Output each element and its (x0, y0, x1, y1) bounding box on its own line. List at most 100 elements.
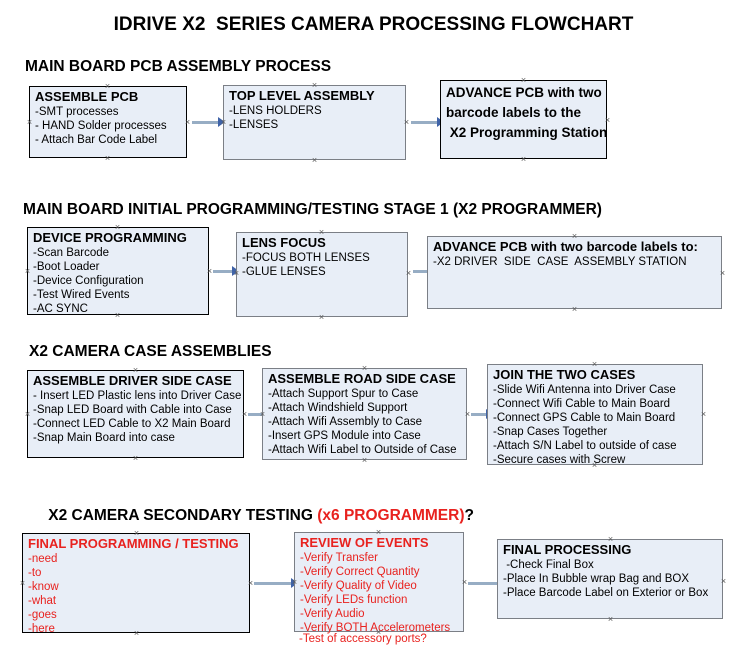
resize-handle-top[interactable] (114, 224, 121, 231)
resize-handle-right[interactable] (461, 579, 468, 586)
box-line: -LENS HOLDERS (229, 105, 322, 117)
box-line: -Attach Support Spur to Case (268, 388, 419, 400)
box-line: -Verify LEDs function (300, 594, 408, 606)
box-line: -FOCUS BOTH LENSES (242, 252, 370, 264)
box-line: -to (28, 567, 42, 579)
resize-handle-left[interactable] (24, 411, 31, 418)
box-assemble-driver-side-case[interactable]: ASSEMBLE DRIVER SIDE CASE - Insert LED P… (27, 370, 244, 458)
box-line: -AC SYNC (33, 303, 88, 315)
resize-handle-bottom[interactable] (361, 457, 368, 464)
resize-handle-bottom[interactable] (132, 455, 139, 462)
resize-handle-bottom[interactable] (114, 312, 121, 319)
resize-handle-top[interactable] (375, 529, 382, 536)
resize-handle-left[interactable] (26, 119, 33, 126)
box-line: -Place In Bubble wrap Bag and BOX (503, 573, 690, 585)
connector-road-case-to-join-cases (471, 413, 487, 416)
resize-handle-right[interactable] (719, 270, 726, 277)
box-line: -Verify BOTH Accelerometers (300, 622, 451, 634)
box-join-the-two-cases[interactable]: JOIN THE TWO CASES -Slide Wifi Antenna i… (487, 364, 703, 466)
resize-handle-bottom[interactable] (133, 630, 140, 637)
box-line: -X2 DRIVER SIDE CASE ASSEMBLY STATION (433, 256, 687, 268)
box-line: -Slide Wifi Antenna into Driver Case (493, 384, 676, 396)
box-header: REVIEW OF EVENTS (300, 535, 429, 550)
box-header: ASSEMBLE DRIVER SIDE CASE (33, 373, 232, 388)
resize-handle-top[interactable] (591, 361, 598, 368)
box-line: -need (28, 553, 58, 565)
box-lens-focus[interactable]: LENS FOCUS -FOCUS BOTH LENSES -GLUE LENS… (236, 232, 408, 317)
box-line: -Scan Barcode (33, 247, 110, 259)
resize-handle-left[interactable] (291, 579, 298, 586)
box-final-programming-testing[interactable]: FINAL PROGRAMMING / TESTING -need -to -k… (22, 533, 250, 635)
box-final-processing[interactable]: FINAL PROCESSING -Check Final Box -Place… (497, 539, 723, 619)
resize-handle-right[interactable] (206, 268, 213, 275)
box-advance-pcb-to-driver-side-case[interactable]: ADVANCE PCB with two barcode labels to: … (427, 236, 722, 309)
box-line: -know (28, 581, 59, 593)
section-heading-text: X2 CAMERA SECONDARY TESTING (48, 507, 318, 524)
box-line: -Check Final Box (503, 559, 594, 571)
box-header: TOP LEVEL ASSEMBLY (229, 88, 375, 103)
box-line: -Boot Loader (33, 261, 100, 273)
resize-handle-right[interactable] (720, 578, 727, 585)
box-header: DEVICE PROGRAMMING (33, 230, 187, 245)
resize-handle-left[interactable] (19, 580, 26, 587)
resize-handle-top[interactable] (104, 83, 111, 90)
box-header: JOIN THE TWO CASES (493, 367, 636, 382)
connector-top-level-to-advance-pcb (411, 121, 438, 124)
resize-handle-right[interactable] (184, 119, 191, 126)
section-heading-main-board-initial-programming: MAIN BOARD INITIAL PROGRAMMING/TESTING S… (23, 201, 602, 218)
box-assemble-pcb[interactable]: ASSEMBLE PCB -SMT processes - HAND Solde… (29, 86, 187, 158)
box-header: ADVANCE PCB with two (446, 85, 602, 100)
resize-handle-bottom[interactable] (520, 156, 527, 163)
resize-handle-right[interactable] (700, 411, 707, 418)
box-line: -Place Barcode Label on Exterior or Box (503, 587, 709, 599)
box-line: -Verify Transfer (300, 552, 378, 564)
resize-handle-top[interactable] (311, 82, 318, 89)
box-line: -Verify Audio (300, 608, 365, 620)
box-line: -Verify Quality of Video (300, 580, 417, 592)
resize-handle-top[interactable] (133, 530, 140, 537)
resize-handle-top[interactable] (520, 77, 527, 84)
section-heading-x2-camera-secondary-testing: X2 CAMERA SECONDARY TESTING (x6 PROGRAMM… (31, 489, 474, 543)
resize-handle-bottom[interactable] (591, 462, 598, 469)
resize-handle-left[interactable] (24, 268, 31, 275)
resize-handle-bottom[interactable] (104, 155, 111, 162)
box-review-of-events[interactable]: REVIEW OF EVENTS -Verify Transfer -Verif… (294, 532, 464, 634)
section-heading-accent: (x6 PROGRAMMER) (317, 507, 465, 524)
box-line: - HAND Solder processes (35, 120, 167, 132)
resize-handle-left[interactable] (220, 119, 227, 126)
resize-handle-right[interactable] (604, 117, 611, 124)
resize-handle-left[interactable] (233, 270, 240, 277)
box-top-level-assembly[interactable]: TOP LEVEL ASSEMBLY -LENS HOLDERS -LENSES (223, 85, 406, 160)
box-line: -Attach Windshield Support (268, 402, 408, 414)
resize-handle-right[interactable] (464, 411, 471, 418)
resize-handle-bottom[interactable] (607, 616, 614, 623)
box-advance-pcb-to-programming-station[interactable]: ADVANCE PCB with two barcode labels to t… (440, 80, 607, 159)
resize-handle-top[interactable] (571, 233, 578, 240)
box-line: -what (28, 595, 57, 607)
resize-handle-top[interactable] (607, 536, 614, 543)
box-assemble-road-side-case[interactable]: ASSEMBLE ROAD SIDE CASE -Attach Support … (262, 368, 467, 460)
box-line: X2 Programming Station (446, 125, 608, 140)
resize-handle-top[interactable] (132, 367, 139, 374)
box-line: -Connect Wifi Cable to Main Board (493, 398, 671, 410)
box-line: -here (28, 623, 55, 635)
resize-handle-bottom[interactable] (311, 157, 318, 164)
resize-handle-right[interactable] (403, 119, 410, 126)
resize-handle-left[interactable] (259, 411, 266, 418)
box-line: -Snap Cases Together (493, 426, 608, 438)
page-title: IDRIVE X2 SERIES CAMERA PROCESSING FLOWC… (113, 14, 634, 35)
resize-handle-bottom[interactable] (318, 314, 325, 321)
box-header: ASSEMBLE ROAD SIDE CASE (268, 371, 456, 386)
box-line: -Verify Correct Quantity (300, 566, 420, 578)
resize-handle-top[interactable] (361, 365, 368, 372)
resize-handle-right[interactable] (405, 270, 412, 277)
box-device-programming[interactable]: DEVICE PROGRAMMING -Scan Barcode -Boot L… (27, 227, 209, 315)
resize-handle-bottom[interactable] (571, 306, 578, 313)
box-line: -Attach Wifi Label to Outside of Case (268, 444, 457, 456)
box-line: -GLUE LENSES (242, 266, 326, 278)
resize-handle-bottom[interactable] (375, 629, 382, 636)
resize-handle-right[interactable] (241, 411, 248, 418)
resize-handle-right[interactable] (247, 580, 254, 587)
resize-handle-top[interactable] (318, 229, 325, 236)
box-line: -LENSES (229, 119, 279, 131)
